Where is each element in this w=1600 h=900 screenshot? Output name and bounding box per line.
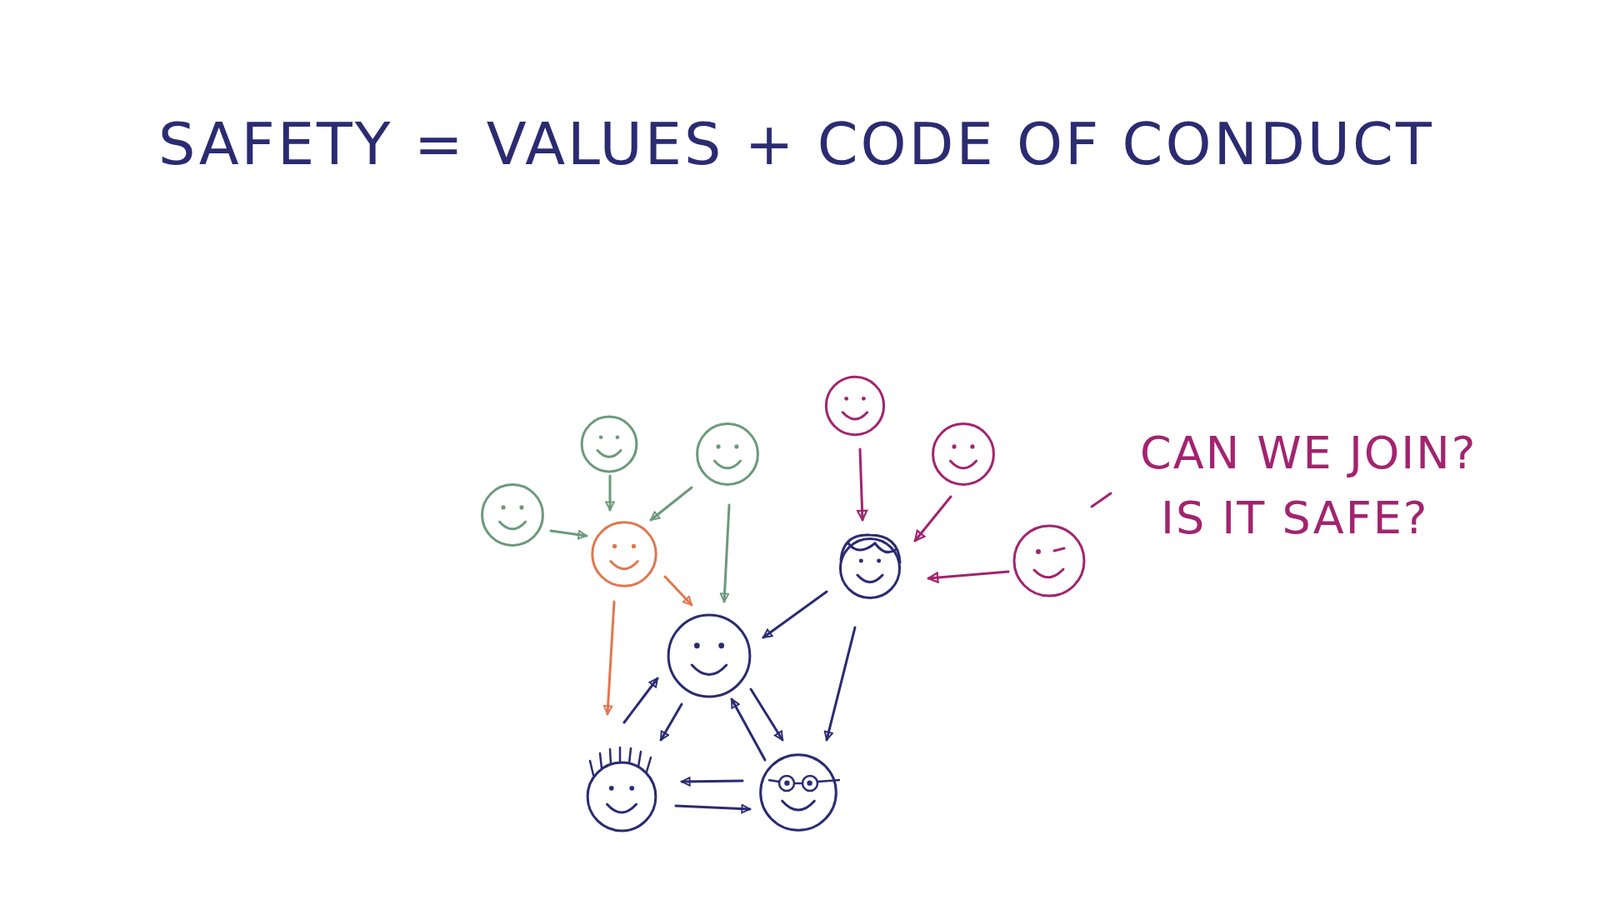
question-note: IS IT SAFE? (1160, 491, 1430, 545)
question-note: CAN WE JOIN? (1140, 426, 1477, 480)
title-heading: SAFETY = VALUES + CODE OF CONDUCT (158, 110, 1435, 179)
